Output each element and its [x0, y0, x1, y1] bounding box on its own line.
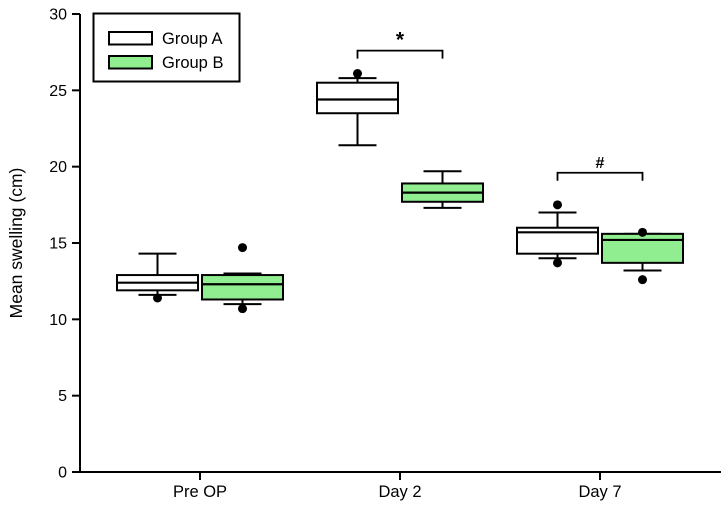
box-group-b-pre-op [201, 274, 284, 301]
y-tick-label: 30 [49, 7, 67, 24]
significance-bracket [356, 49, 444, 59]
y-tick-label: 5 [58, 388, 67, 405]
legend-label: Group B [162, 54, 223, 72]
box-group-b-day-7-outlier-point [638, 227, 647, 237]
box-group-a-day-7-outlier-point [553, 258, 562, 268]
legend-swatch-group-b [108, 55, 153, 70]
legend-swatch-group-a [108, 31, 153, 46]
significance-bracket [556, 171, 644, 181]
box-group-b-pre-op-outlier-point [238, 304, 247, 314]
y-axis-title: Mean swelling (cm) [6, 168, 26, 319]
legend-box [92, 12, 241, 83]
box-group-a-day-7-outlier-point [553, 200, 562, 210]
x-category-label: Day 2 [378, 483, 421, 501]
y-tick-label: 20 [49, 159, 67, 176]
box-group-b-day-7-outlier-point [638, 275, 647, 285]
significance-label: # [596, 155, 605, 172]
box-group-b-pre-op-outlier-point [238, 243, 247, 253]
significance-label: * [396, 29, 405, 52]
y-tick-label: 15 [49, 236, 67, 253]
x-category-label: Day 7 [578, 483, 621, 501]
box-group-a-day-2 [316, 81, 399, 115]
y-tick-label: 10 [49, 312, 67, 329]
box-group-a-day-2-outlier-point [353, 69, 362, 79]
box-group-b-day-7 [601, 232, 684, 264]
y-tick-label: 0 [58, 465, 67, 482]
x-category-label: Pre OP [173, 483, 227, 501]
box-group-a-pre-op-outlier-point [153, 293, 162, 303]
legend-label: Group A [162, 30, 223, 48]
y-tick-label: 25 [49, 83, 67, 100]
